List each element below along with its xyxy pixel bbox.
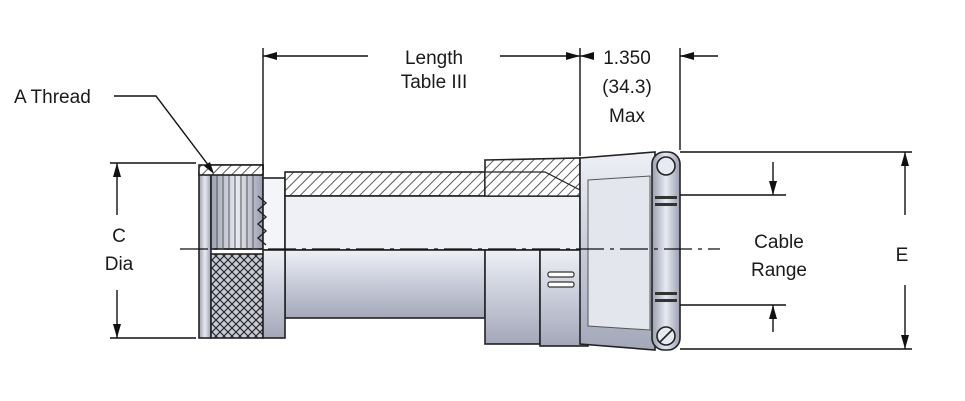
nut-ribs — [216, 170, 254, 248]
clamp-body — [484, 151, 656, 351]
dia-label: Dia — [105, 254, 134, 275]
length-label: Length — [405, 48, 463, 69]
max-value-label: 1.350 — [603, 48, 651, 69]
knurled-grip — [210, 253, 264, 339]
max-metric-label: (34.3) — [602, 77, 652, 98]
range-label: Range — [751, 260, 807, 281]
cable-label: Cable — [754, 232, 804, 253]
slot-marks — [547, 271, 575, 278]
screw-head-top — [656, 156, 676, 176]
e-label: E — [896, 245, 909, 266]
body-sleeve — [256, 171, 581, 339]
length-table-label: Table III — [401, 72, 468, 93]
coupling-nut — [198, 164, 264, 339]
a-thread-leader — [114, 95, 214, 174]
max-word-label: Max — [609, 106, 645, 127]
e-dimension — [680, 151, 912, 350]
thread-teeth — [256, 195, 268, 246]
c-dia-dimension — [110, 162, 196, 339]
a-thread-label: A Thread — [14, 87, 91, 108]
length-dimension — [262, 48, 581, 170]
cable-range-dimension — [680, 162, 786, 332]
max-dimension — [580, 48, 718, 150]
c-label: C — [112, 226, 126, 247]
saddle-bar — [651, 151, 681, 351]
